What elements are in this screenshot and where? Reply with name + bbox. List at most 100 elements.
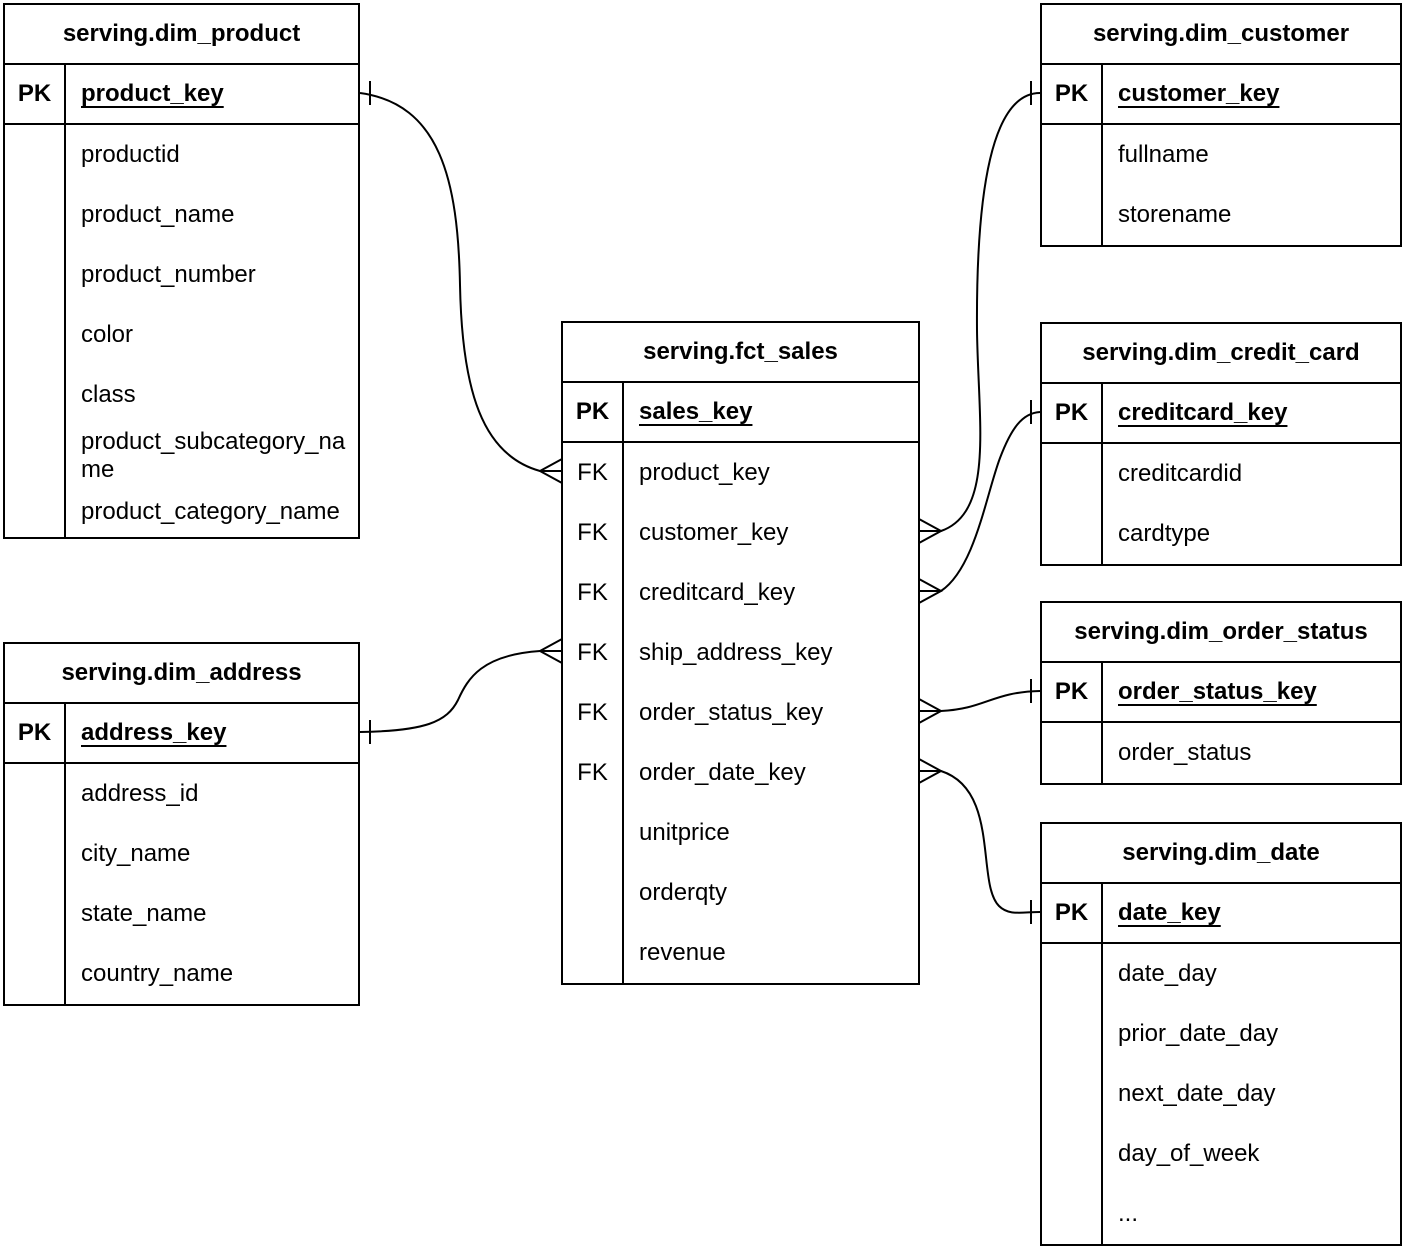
entity-dim-customer: serving.dim_customer PK customer_key ful… xyxy=(1040,3,1402,247)
attribute-row: FK product_key xyxy=(563,443,918,503)
attribute-row: date_day xyxy=(1042,944,1400,1004)
key-badge xyxy=(5,245,66,305)
pk-row: PK address_key xyxy=(5,704,358,764)
attribute-name: ship_address_key xyxy=(639,639,833,667)
relationship-line xyxy=(359,92,541,472)
attribute-name: product_category_name xyxy=(81,498,340,526)
fk-badge: FK xyxy=(563,623,624,683)
attribute-row: fullname xyxy=(1042,125,1400,185)
pk-badge: PK xyxy=(1042,384,1103,442)
key-badge xyxy=(5,125,66,185)
many-cardinality-marker xyxy=(918,698,944,724)
pk-row: PK customer_key xyxy=(1042,65,1400,125)
key-badge xyxy=(1042,1004,1103,1064)
pk-name: creditcard_key xyxy=(1118,399,1288,427)
attribute-row: product_number xyxy=(5,245,358,305)
attribute-row: address_id xyxy=(5,764,358,824)
attribute-row: FK customer_key xyxy=(563,503,918,563)
attribute-name: next_date_day xyxy=(1118,1080,1276,1108)
attribute-name: productid xyxy=(81,141,180,169)
entity-dim-address: serving.dim_address PK address_key addre… xyxy=(3,642,360,1006)
attribute-name: class xyxy=(81,381,136,409)
relationship-sales-date xyxy=(918,758,1041,924)
many-cardinality-marker xyxy=(918,758,944,784)
attribute-row: product_name xyxy=(5,185,358,245)
attribute-row: creditcardid xyxy=(1042,444,1400,504)
attribute-name: revenue xyxy=(639,939,726,967)
pk-name: sales_key xyxy=(639,398,753,426)
pk-badge: PK xyxy=(1042,65,1103,123)
key-badge xyxy=(5,425,66,487)
pk-row: PK sales_key xyxy=(563,383,918,443)
entity-dim-date: serving.dim_date PK date_key date_day pr… xyxy=(1040,822,1402,1246)
pk-row: PK order_status_key xyxy=(1042,663,1400,723)
pk-name: date_key xyxy=(1118,899,1221,927)
relationship-sales-credit-card xyxy=(918,400,1041,604)
key-badge xyxy=(5,824,66,884)
attribute-name: country_name xyxy=(81,960,234,988)
attribute-name: product_number xyxy=(81,261,256,289)
key-badge xyxy=(563,863,624,923)
key-badge xyxy=(563,803,624,863)
attribute-name: order_date_key xyxy=(639,759,806,787)
key-badge xyxy=(5,944,66,1004)
relationship-line xyxy=(940,92,1041,532)
attribute-row: prior_date_day xyxy=(1042,1004,1400,1064)
key-badge xyxy=(5,487,66,537)
key-badge xyxy=(1042,723,1103,783)
attribute-name: prior_date_day xyxy=(1118,1020,1279,1048)
key-badge xyxy=(5,365,66,425)
attribute-row: FK order_date_key xyxy=(563,743,918,803)
relationship-sales-customer xyxy=(918,81,1041,544)
attribute-row: order_status xyxy=(1042,723,1400,783)
attribute-row: next_date_day xyxy=(1042,1064,1400,1124)
attribute-row: color xyxy=(5,305,358,365)
key-badge xyxy=(5,764,66,824)
fk-badge: FK xyxy=(563,563,624,623)
key-badge xyxy=(1042,944,1103,1004)
attribute-name: product_name xyxy=(81,201,235,229)
entity-dim-order-status: serving.dim_order_status PK order_status… xyxy=(1040,601,1402,785)
pk-badge: PK xyxy=(1042,884,1103,942)
fk-badge: FK xyxy=(563,743,624,803)
relationship-line xyxy=(940,411,1041,592)
key-badge xyxy=(5,185,66,245)
attribute-name: order_status xyxy=(1118,739,1252,767)
attribute-name: order_status_key xyxy=(639,699,824,727)
pk-row: PK creditcard_key xyxy=(1042,384,1400,444)
attribute-row: class xyxy=(5,365,358,425)
attribute-name: cardtype xyxy=(1118,520,1211,548)
entity-title: serving.fct_sales xyxy=(563,323,918,383)
pk-row: PK product_key xyxy=(5,65,358,125)
fk-badge: FK xyxy=(563,443,624,503)
attribute-name: fullname xyxy=(1118,141,1209,169)
attribute-row: storename xyxy=(1042,185,1400,245)
attribute-row: FK creditcard_key xyxy=(563,563,918,623)
attribute-name: creditcard_key xyxy=(639,579,796,607)
attribute-row: product_category_name xyxy=(5,487,358,537)
pk-name: order_status_key xyxy=(1118,678,1317,706)
pk-name: customer_key xyxy=(1118,80,1280,108)
attribute-name: color xyxy=(81,321,134,349)
key-badge xyxy=(1042,1184,1103,1244)
pk-name: product_key xyxy=(81,80,224,108)
attribute-row: orderqty xyxy=(563,863,918,923)
attribute-row: FK order_status_key xyxy=(563,683,918,743)
fk-badge: FK xyxy=(563,683,624,743)
many-cardinality-marker xyxy=(918,518,944,544)
entity-title: serving.dim_address xyxy=(5,644,358,704)
key-badge xyxy=(563,923,624,983)
attribute-name: day_of_week xyxy=(1118,1140,1260,1168)
attribute-name: state_name xyxy=(81,900,207,928)
pk-name: address_key xyxy=(81,719,227,747)
attribute-row: ... xyxy=(1042,1184,1400,1244)
attribute-row: revenue xyxy=(563,923,918,983)
attribute-name: unitprice xyxy=(639,819,730,847)
attribute-name: city_name xyxy=(81,840,191,868)
attribute-name: ... xyxy=(1118,1200,1139,1228)
pk-badge: PK xyxy=(563,383,624,441)
relationship-address-sales xyxy=(359,638,563,744)
entity-title: serving.dim_order_status xyxy=(1042,603,1400,663)
key-badge xyxy=(1042,1124,1103,1184)
